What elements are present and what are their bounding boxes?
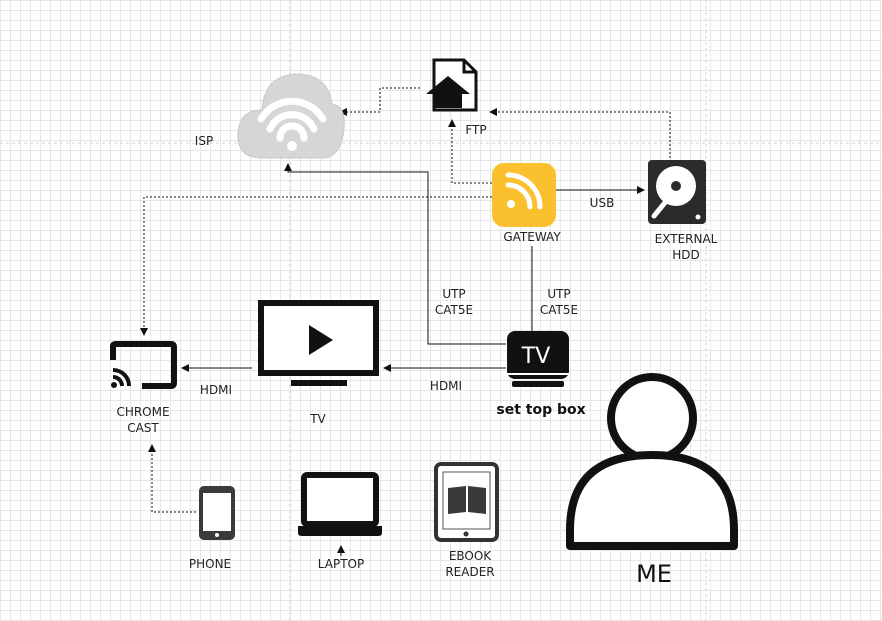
edge-hdd-ftp[interactable] xyxy=(489,108,671,158)
edge-label-utp-right-line1: UTP xyxy=(547,287,570,301)
user-icon-head xyxy=(607,373,697,463)
phone-screen xyxy=(203,493,231,531)
ebook-button xyxy=(463,531,469,537)
stb-box xyxy=(507,331,569,379)
tv-stand xyxy=(291,380,347,386)
edge-label-cat5e-right-line2: CAT5E xyxy=(540,303,578,317)
wifi-icon xyxy=(257,97,327,142)
phone-node[interactable] xyxy=(199,486,235,540)
tv-screen xyxy=(258,300,379,376)
cast-wave-inner xyxy=(112,375,124,387)
edge-label-utp-left-line1: UTP xyxy=(442,287,465,301)
me-label: ME xyxy=(636,560,672,588)
ebook-label-line2: READER xyxy=(445,565,494,579)
edge-label-cat5e-right: CAT5E xyxy=(540,303,578,317)
edge-ftp-isp[interactable] xyxy=(339,87,420,116)
edge-label-cat5e-left: CAT5E xyxy=(435,303,473,317)
edge-label-hdmi-tv: HDMI xyxy=(200,383,232,397)
edge-label-cat5e-left-line2: CAT5E xyxy=(435,303,473,317)
hdd-arm xyxy=(651,191,675,219)
home-icon xyxy=(426,76,470,108)
wifi-dot xyxy=(287,141,297,151)
book-icon xyxy=(448,486,486,514)
phone-label: PHONE xyxy=(189,557,231,571)
hdd-spindle xyxy=(671,181,681,191)
chromecast-node[interactable] xyxy=(110,341,177,389)
edge-gateway-chromecast[interactable] xyxy=(140,196,492,336)
hdd-node[interactable] xyxy=(648,160,706,224)
stb-label: set top box xyxy=(496,402,585,418)
phone-button xyxy=(215,533,219,537)
play-icon xyxy=(309,325,333,355)
laptop-label: LAPTOP xyxy=(318,557,364,571)
rss-icon xyxy=(505,172,543,210)
ebook-label-line1: EBOOK xyxy=(449,549,492,563)
laptop-icon xyxy=(301,472,379,527)
chromecast-label-line2: CAST xyxy=(127,421,159,435)
laptop-node[interactable] xyxy=(298,472,382,536)
ftp-node[interactable] xyxy=(426,58,478,112)
hdd-led xyxy=(695,214,701,220)
isp-node[interactable] xyxy=(237,73,345,159)
edge-label-usb: USB xyxy=(590,196,615,210)
stb-node[interactable]: TV xyxy=(507,331,569,387)
edge-label-utp-right: UTP xyxy=(547,287,570,301)
edge-label-utp-left: UTP xyxy=(442,287,465,301)
rss-dot xyxy=(507,200,515,208)
cast-dot xyxy=(111,382,117,388)
isp-label: ISP xyxy=(195,134,213,148)
hdd-label-line1: EXTERNAL xyxy=(655,232,718,246)
file-corner xyxy=(462,60,476,74)
ebook-node[interactable] xyxy=(434,462,499,542)
ftp-label: FTP xyxy=(465,123,486,137)
edge-stb-isp[interactable] xyxy=(284,163,506,345)
tv-node[interactable] xyxy=(258,300,379,386)
edge-phone-chromecast[interactable] xyxy=(148,444,196,513)
chromecast-label-line1: CHROME xyxy=(116,405,169,419)
me-node[interactable] xyxy=(566,373,738,550)
stb-base xyxy=(512,381,564,387)
laptop-base xyxy=(298,526,382,536)
stb-screen-text: TV xyxy=(521,344,551,369)
gateway-label: GATEWAY xyxy=(503,230,561,244)
edge-label-hdmi-stb: HDMI xyxy=(430,379,462,393)
cast-wave-outer xyxy=(112,368,131,387)
gateway-node[interactable] xyxy=(492,163,556,227)
hdd-label-line2: HDD xyxy=(672,248,700,262)
tv-label: TV xyxy=(309,412,326,426)
cast-icon xyxy=(110,341,177,389)
user-icon-body xyxy=(566,451,738,550)
edge-gateway-ftp[interactable] xyxy=(448,119,492,184)
